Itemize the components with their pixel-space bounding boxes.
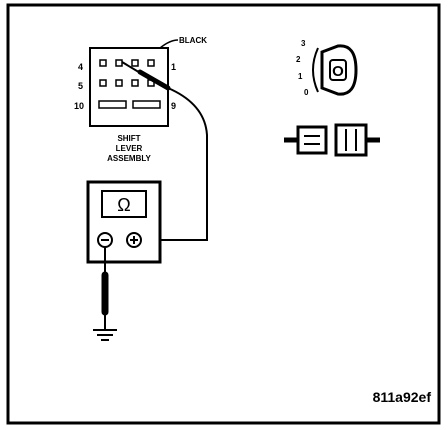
ignition-arc-arrow (312, 47, 319, 93)
figure-code: 811a92ef (373, 389, 432, 405)
probe-body (137, 69, 171, 91)
test-probe (121, 61, 208, 241)
pin-label-1: 1 (171, 62, 176, 72)
ignition-position-2: 2 (296, 55, 301, 64)
pin-cavity (115, 79, 123, 87)
ohmmeter: Ω (86, 180, 162, 264)
connector-body (89, 47, 169, 127)
key-symbol: O (332, 63, 344, 80)
ignition-position-3: 3 (301, 39, 306, 48)
pin-cavity (99, 59, 107, 67)
ohmmeter-body (86, 180, 162, 264)
ohmmeter-display (101, 190, 147, 218)
outer-frame (6, 3, 441, 425)
wire-label-black: BLACK (179, 36, 207, 45)
pin-cavity (131, 79, 139, 87)
ignition-position-0: 0 (304, 88, 309, 97)
pin-label-5: 5 (78, 81, 83, 91)
connector-half-right (334, 123, 368, 157)
shift-lever-connector: 4 1 5 10 9 BLACK SHIFT LEVER ASSEMBLY (74, 36, 207, 163)
pin-label-9: 9 (171, 101, 176, 111)
pin-slot (132, 100, 161, 109)
wire-label-leader (159, 39, 179, 49)
key-slot (329, 59, 347, 81)
connector-caption-line2: LEVER (116, 144, 143, 153)
connector-caption-line1: SHIFT (117, 134, 140, 143)
pin-cavity (99, 79, 107, 87)
ignition-switch: 3 2 1 0 O (296, 39, 358, 97)
pin-cavity (147, 59, 155, 67)
pin-cavity (131, 59, 139, 67)
pin-label-10: 10 (74, 101, 84, 111)
ground-lead (93, 247, 117, 341)
ignition-position-1: 1 (298, 72, 303, 81)
pin-slot (98, 100, 127, 109)
probe-lead-wire (140, 87, 208, 241)
ohm-symbol: Ω (117, 195, 130, 215)
disconnected-connector (284, 123, 380, 157)
connector-caption-line3: ASSEMBLY (107, 154, 151, 163)
connector-half-left (296, 125, 328, 155)
pin-label-4: 4 (78, 62, 83, 72)
